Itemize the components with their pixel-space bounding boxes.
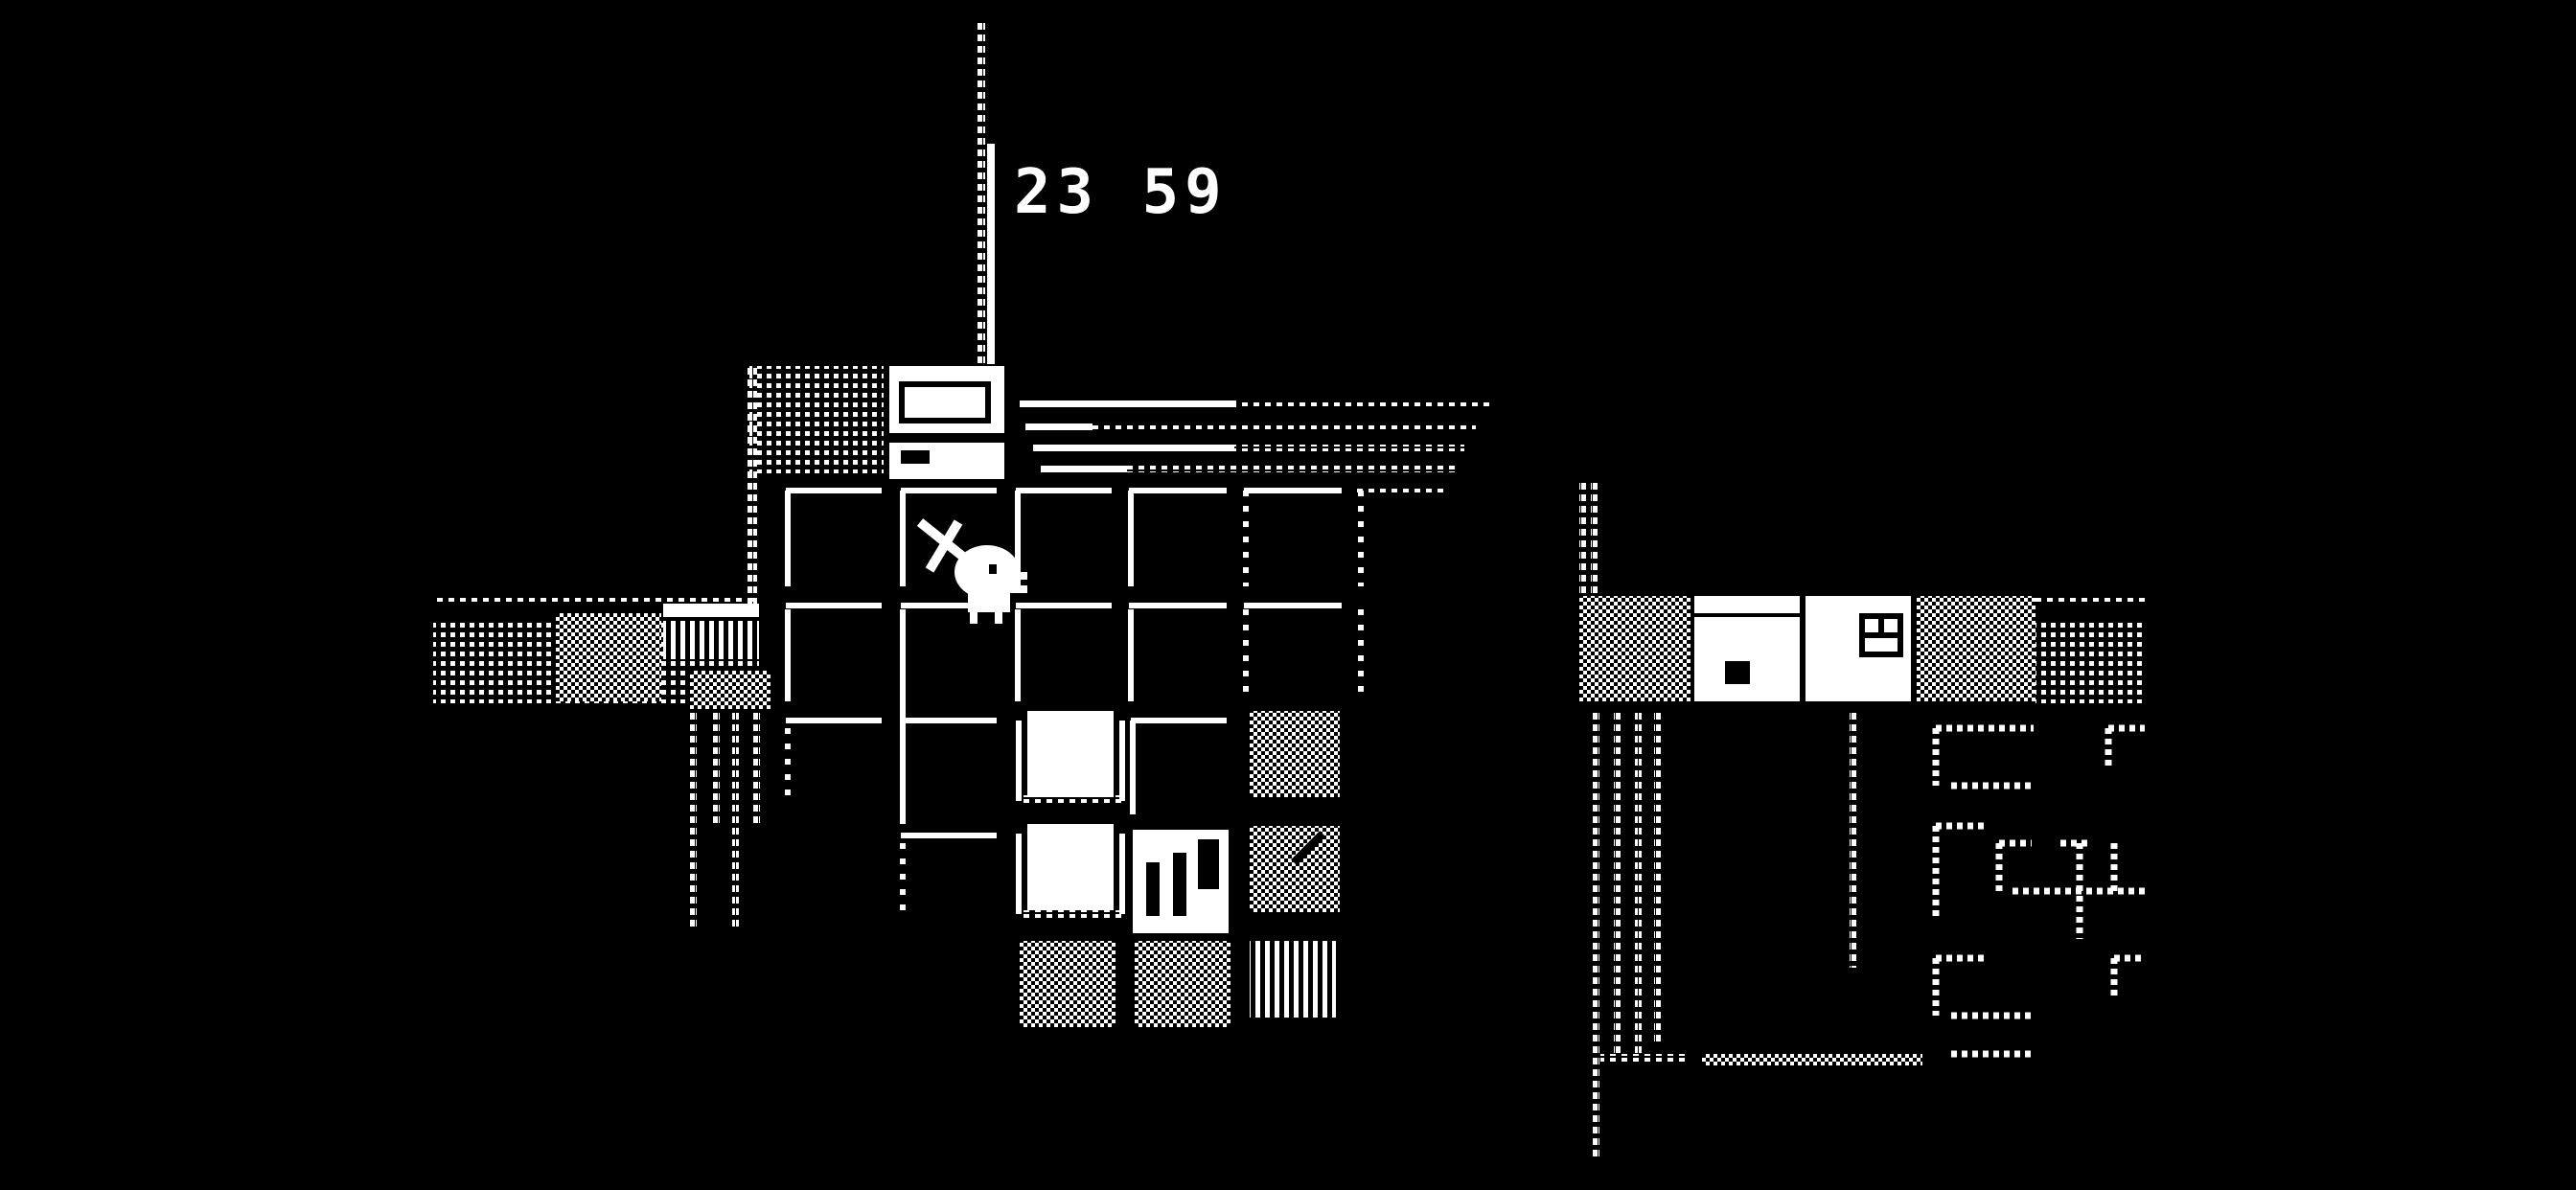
striped-bridge xyxy=(1020,400,1495,493)
ladder-lines-right xyxy=(1593,709,1922,1159)
floor-grid-tiles xyxy=(785,488,1364,920)
flag-pole xyxy=(978,21,995,366)
player-character[interactable] xyxy=(916,518,1027,624)
fence-railing xyxy=(433,596,770,709)
engraved-glyphs xyxy=(1932,724,2145,1058)
sword-icon xyxy=(916,518,972,573)
stairs-down-icon[interactable] xyxy=(1133,830,1229,933)
timer-display: 23 59 xyxy=(1014,157,1228,228)
ladder-lines xyxy=(690,709,760,931)
stone-wall-right xyxy=(1579,479,2145,703)
dithered-bush xyxy=(1020,711,1340,1027)
timer-text: 23 59 xyxy=(1014,157,1228,228)
pushable-block[interactable] xyxy=(1016,824,1125,918)
stone-wall xyxy=(748,364,1004,613)
pushable-block[interactable] xyxy=(1016,711,1125,803)
